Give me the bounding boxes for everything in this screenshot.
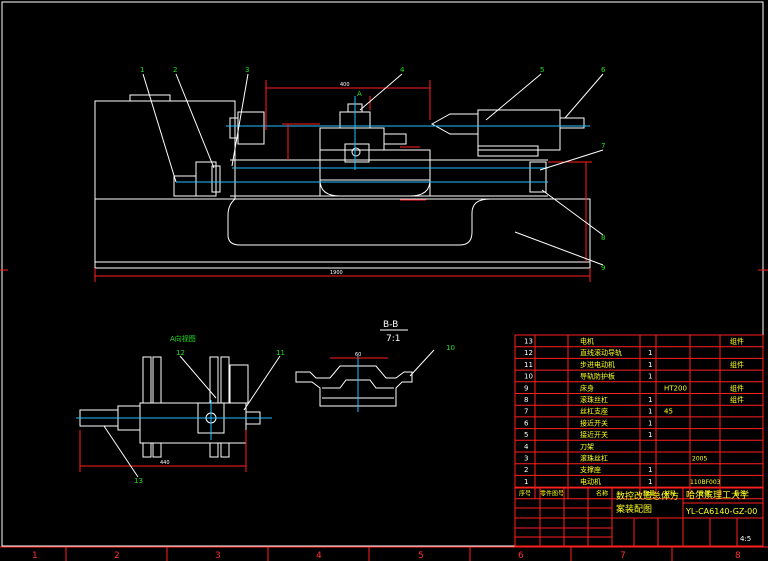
bom-no: 12: [524, 349, 533, 357]
bom-code: 110BF003: [690, 479, 721, 486]
bom-qty: 1: [648, 349, 652, 357]
bom-no: 3: [524, 455, 528, 463]
zone-1: 1: [32, 551, 38, 561]
callout-6: 6: [601, 66, 606, 74]
bom-no: 4: [524, 443, 529, 451]
bom-head-weight: 重量: [698, 490, 710, 498]
school-name: 哈尔滨理工大学: [686, 489, 749, 501]
bom-note: 组件: [730, 337, 744, 346]
chuck: [237, 111, 265, 145]
callout-5: 5: [540, 66, 544, 74]
bom-table: [514, 334, 764, 500]
saddle-block: [139, 402, 247, 444]
bom-code: 2005: [692, 456, 707, 463]
bom-name: 支撑座: [580, 465, 601, 474]
bom-name: 床身: [580, 383, 594, 392]
zone-5: 5: [418, 551, 424, 561]
bom-name: 导轨防护板: [580, 372, 615, 381]
dim-top: 400: [340, 82, 350, 88]
bom-no: 10: [524, 373, 533, 381]
dim-bottom: 1900: [330, 270, 343, 276]
bom-mat: HT200: [664, 384, 687, 392]
bom-qty: 1: [648, 419, 652, 427]
bom-name: 滚珠丝杠: [580, 454, 608, 463]
drawing-frame: [1, 1, 764, 547]
bom-no: 11: [524, 361, 533, 369]
bom-name: 步进电动机: [580, 360, 615, 369]
bom-name: 接近开关: [580, 418, 608, 427]
drawing-number: YL-CA6140-GZ-00: [685, 507, 757, 516]
bom-mat: 45: [664, 408, 673, 416]
callout-7: 7: [601, 142, 605, 150]
bb-scale: 7:1: [386, 334, 400, 344]
bom-head-mat: 材料: [664, 490, 676, 498]
bb-dim: 60: [355, 352, 361, 358]
lathe-main-view: [94, 73, 604, 282]
bom-name: 电机: [580, 337, 594, 346]
title-line-2: 案装配图: [616, 503, 652, 515]
bom-qty: 1: [648, 466, 652, 474]
zone-6: 6: [518, 551, 524, 561]
bom-head-qty: 数量: [643, 490, 655, 498]
a-view-dim: 440: [160, 460, 170, 466]
bom-qty: 1: [648, 408, 652, 416]
zone-ticks: [0, 269, 768, 561]
callout-13: 13: [134, 477, 143, 485]
bed: [94, 198, 591, 269]
bom-name: 刀架: [580, 443, 594, 451]
bom-head-note: 备注: [734, 490, 746, 498]
zone-7: 7: [620, 551, 626, 561]
bom-qty: 1: [648, 431, 652, 439]
section-mark-a: A: [357, 90, 362, 98]
headstock: [94, 100, 236, 200]
bom-no: 13: [524, 338, 533, 346]
bom-name: 电动机: [580, 477, 601, 486]
bom-note: 组件: [730, 383, 744, 392]
title-scale: 4:5: [740, 535, 751, 543]
bom-no: 6: [524, 419, 529, 427]
callout-9: 9: [601, 264, 605, 272]
callout-1: 1: [140, 66, 144, 74]
callout-8: 8: [601, 234, 605, 242]
a-view-detail: [76, 355, 281, 478]
callout-2: 2: [173, 66, 177, 74]
bb-title: B-B: [383, 320, 398, 330]
callout-10: 10: [446, 344, 455, 352]
callout-4: 4: [400, 66, 405, 74]
a-view-title: A向视图: [170, 334, 196, 343]
zone-8: 8: [735, 551, 741, 561]
bom-note: 组件: [730, 395, 744, 404]
title-block: [514, 487, 764, 547]
zone-3: 3: [215, 551, 221, 561]
bom-name: 接近开关: [580, 430, 608, 439]
bom-no: 8: [524, 396, 528, 404]
bom-no: 7: [524, 408, 528, 416]
bom-qty: 1: [648, 361, 652, 369]
bom-note: 组件: [730, 360, 744, 369]
callout-11: 11: [276, 349, 285, 357]
bom-qty: 1: [648, 478, 652, 486]
zone-4: 4: [316, 551, 322, 561]
bom-head-no: 序号: [519, 490, 531, 498]
bom-qty: 1: [648, 396, 652, 404]
bom-head-name: 名称: [596, 490, 608, 498]
bom-no: 5: [524, 431, 528, 439]
callout-3: 3: [245, 66, 249, 74]
bom-name: 丝杠支座: [580, 407, 608, 416]
bom-no: 1: [524, 478, 528, 486]
bom-head-code: 零件图号: [540, 490, 564, 498]
callout-12: 12: [176, 349, 185, 357]
bom-no: 9: [524, 384, 528, 392]
bom-name: 滚珠丝杠: [580, 395, 608, 404]
bom-no: 2: [524, 466, 528, 474]
bb-section: [295, 349, 435, 412]
motor-left: [173, 175, 197, 197]
bom-qty: 1: [648, 373, 652, 381]
zone-2: 2: [114, 551, 120, 561]
bom-name: 直线滚动导轨: [580, 348, 622, 357]
title-line-1: 数控改造总体方: [616, 490, 679, 502]
tool-post: [319, 127, 385, 151]
